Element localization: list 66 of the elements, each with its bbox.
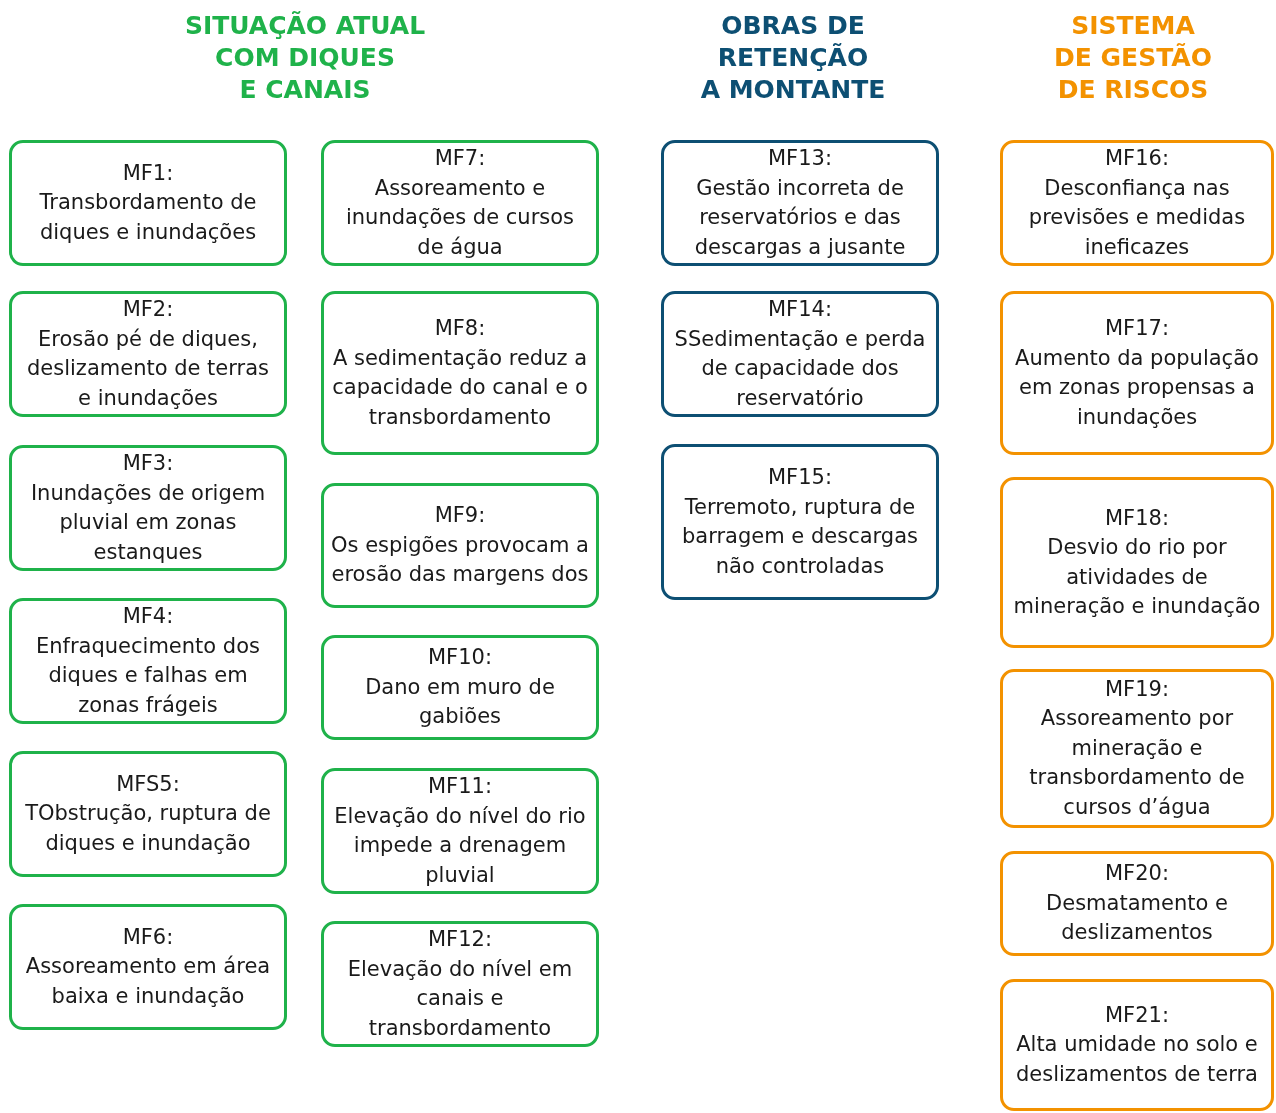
failure-mode-description: Alta umidade no solo e deslizamentos de terra [1015, 1031, 1259, 1088]
failure-mode-code: MF8: [434, 315, 486, 342]
failure-mode-box [9, 291, 287, 417]
failure-mode-code: MF3: [122, 450, 174, 477]
failure-mode-description: Terremoto, ruptura de barragem e descargas não controladas [681, 493, 919, 580]
failure-mode-box [321, 291, 599, 455]
failure-mode-code: MF15: [768, 464, 832, 491]
failure-mode-code: MF18: [1105, 504, 1169, 532]
failure-mode-code: MF2: [122, 296, 174, 323]
failure-mode-description: Elevação do nível em canais e transbordamento [346, 955, 574, 1042]
failure-mode-description: Transbordamento de diques e inundações [38, 189, 258, 246]
failure-mode-description: Desmatamento e deslizamentos [1045, 889, 1229, 947]
failure-mode-box [9, 445, 287, 571]
failure-mode-box [321, 635, 599, 740]
failure-mode-code: MF7: [434, 145, 486, 172]
failure-mode-description: Enfraquecimento dos diques e falhas em zonas frágeis [35, 632, 261, 719]
failure-mode-box [1000, 140, 1274, 266]
failure-mode-code: MF4: [122, 603, 174, 630]
failure-mode-description: A sedimentação reduz a capacidade do canal e o transbordamento [331, 344, 589, 431]
failure-mode-code: MF17: [1105, 315, 1169, 342]
column-heading: OBRAS DE RETENÇÃO A MONTANTE [699, 10, 887, 106]
failure-mode-description: SSedimentação e perda de capacidade dos reservatório [673, 325, 927, 412]
failure-mode-box [321, 921, 599, 1047]
failure-mode-box [1000, 851, 1274, 956]
failure-mode-code: MF11: [428, 773, 492, 800]
failure-mode-description: Inundações de origem pluvial em zonas estanques [29, 479, 267, 566]
failure-mode-description: Assoreamento em área baixa e inundação [24, 953, 272, 1010]
failure-mode-box [1000, 669, 1274, 828]
failure-mode-box [661, 444, 939, 600]
failure-mode-description: Desvio do rio por atividades de mineração e inundação [1012, 534, 1262, 620]
failure-mode-box [321, 483, 599, 608]
failure-mode-description: Gestão incorreta de reservatórios e das descargas a jusante [693, 174, 907, 261]
failure-mode-code: MF20: [1105, 860, 1169, 888]
failure-mode-box [9, 140, 287, 266]
failure-mode-code: MFS5: [116, 770, 180, 798]
failure-mode-description: Aumento da população em zonas propensas a inundações [1014, 344, 1260, 431]
failure-mode-box [9, 751, 287, 877]
failure-mode-box [1000, 979, 1274, 1111]
failure-mode-code: MF14: [768, 296, 832, 323]
failure-mode-code: MF19: [1105, 675, 1169, 703]
failure-mode-description: Dano em muro de gabiões [364, 673, 556, 731]
failure-mode-box [9, 598, 287, 724]
failure-mode-description: Os espigões provocam a erosão das margens dos [330, 531, 590, 589]
failure-mode-description: Erosão pé de diques, deslizamento de terras e inundações [26, 325, 270, 412]
failure-mode-code: MF10: [428, 644, 492, 672]
failure-mode-box [1000, 477, 1274, 648]
failure-mode-box [321, 768, 599, 894]
failure-mode-code: MF1: [122, 159, 174, 187]
failure-mode-code: MF16: [1105, 145, 1169, 172]
failure-mode-code: MF9: [434, 502, 486, 530]
failure-mode-code: MF21: [1105, 1001, 1169, 1029]
failure-mode-code: MF13: [768, 145, 832, 172]
failure-mode-box [1000, 291, 1274, 455]
failure-mode-box [9, 904, 287, 1030]
failure-mode-description: TObstrução, ruptura de diques e inundação [24, 800, 272, 857]
failure-mode-description: Assoreamento e inundações de cursos de água [344, 174, 575, 261]
column-heading: SISTEMA DE GESTÃO DE RISCOS [1053, 10, 1213, 106]
failure-mode-description: Desconfiança nas previsões e medidas ineficazes [1027, 174, 1247, 261]
failure-mode-box [661, 140, 939, 266]
failure-mode-box [321, 140, 599, 266]
failure-mode-description: Elevação do nível do rio impede a drenagem pluvial [333, 802, 587, 889]
failure-mode-code: MF6: [122, 923, 174, 951]
failure-mode-code: MF12: [428, 926, 492, 953]
failure-mode-description: Assoreamento por mineração e transbordamento de cursos d’água [1028, 705, 1246, 821]
failure-mode-box [661, 291, 939, 417]
column-heading: SITUAÇÃO ATUAL COM DIQUES E CANAIS [183, 10, 427, 106]
